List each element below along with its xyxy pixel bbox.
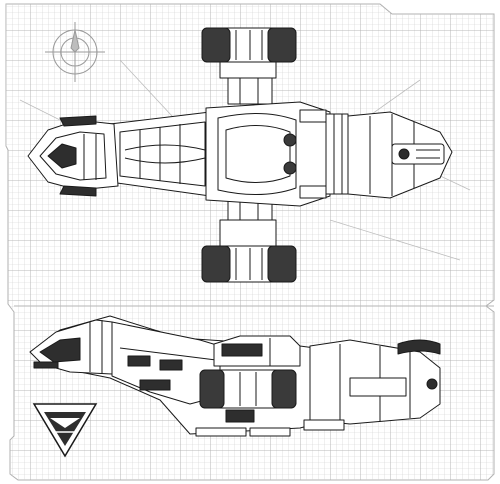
aft-thruster (347, 111, 453, 199)
side-landing-gear (195, 419, 345, 437)
upper-engine (201, 27, 297, 105)
triangle-wing-insignia-icon (32, 403, 98, 458)
side-head (29, 319, 113, 375)
side-midsection (111, 321, 221, 405)
side-view (29, 315, 441, 437)
side-top-hump (213, 335, 301, 367)
thruster-collar (325, 113, 349, 195)
side-aft-thruster (309, 339, 441, 425)
hull-neck (109, 111, 211, 197)
top-view (27, 27, 453, 283)
hull-head (27, 115, 119, 197)
side-engine-pod (199, 369, 297, 423)
hull-body (205, 101, 331, 207)
compass-rose-icon (45, 22, 105, 82)
